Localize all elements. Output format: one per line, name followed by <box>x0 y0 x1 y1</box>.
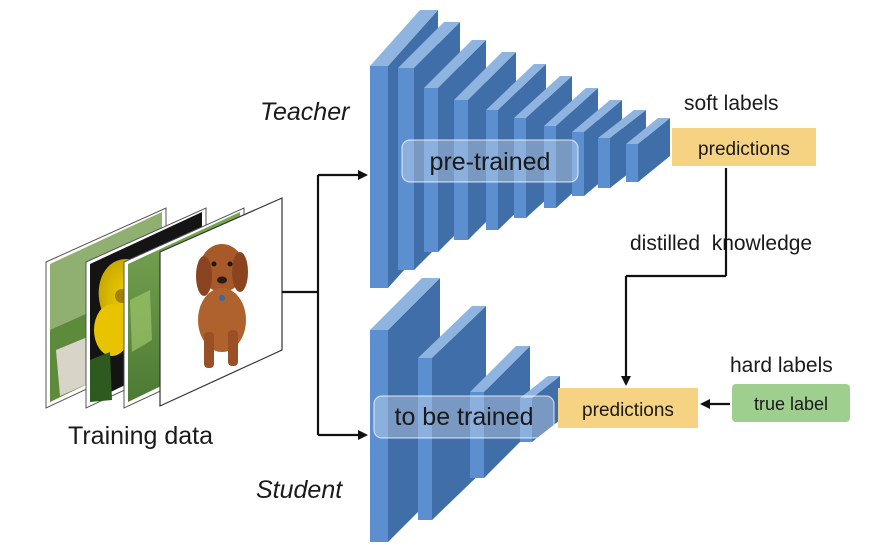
teacher-predictions-box <box>672 128 816 166</box>
to-be-trained-badge <box>373 395 555 439</box>
input-connectors <box>282 170 368 440</box>
student-predictions-box <box>558 388 698 428</box>
soft-labels-label: soft labels <box>684 92 779 115</box>
distillation-arrow <box>621 168 728 386</box>
training-images-stack <box>45 197 283 409</box>
student-layer <box>520 376 560 442</box>
pre-trained-label: pre-trained <box>430 148 551 176</box>
student-predictions-label: predictions <box>582 400 674 421</box>
student-layer <box>370 278 440 542</box>
teacher-label: Teacher <box>260 98 351 126</box>
puppy-photo-icon <box>159 197 283 407</box>
teacher-layer <box>626 118 670 182</box>
teacher-predictions-label: predictions <box>698 139 790 160</box>
pre-trained-badge <box>401 139 579 183</box>
true-label-text: true label <box>754 394 828 414</box>
to-be-trained-label: to be trained <box>395 403 534 431</box>
true-label-box <box>732 384 850 422</box>
student-label: Student <box>256 476 343 504</box>
student-network: to be trained <box>370 278 560 542</box>
teacher-network: pre-trained <box>370 10 670 288</box>
distilled-knowledge-label: distilled knowledge <box>630 232 812 255</box>
training-data-label: Training data <box>68 422 213 450</box>
hard-labels-label: hard labels <box>730 354 833 377</box>
student-layer <box>470 346 530 478</box>
